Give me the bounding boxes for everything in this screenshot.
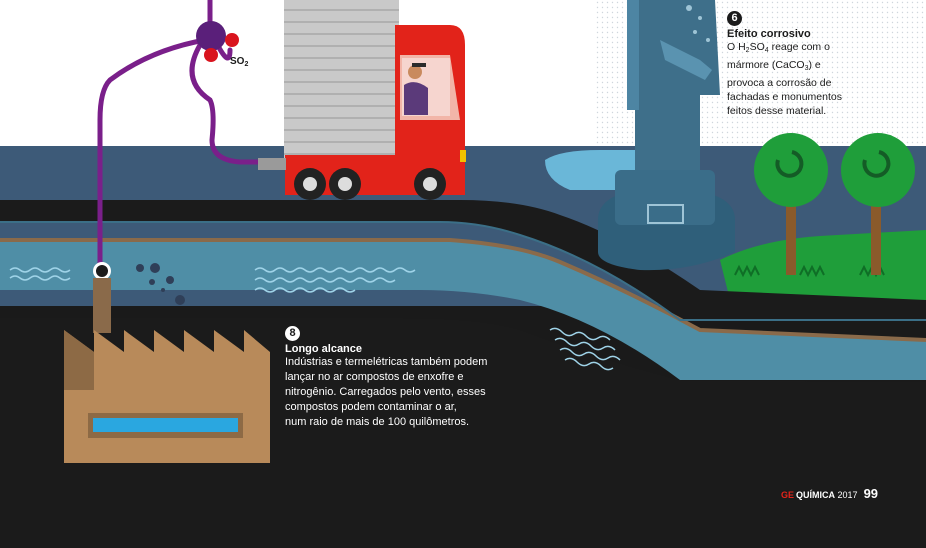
step-6-title: Efeito corrosivo: [727, 28, 811, 40]
step-8-annotation: 8 Longo alcance Indústrias e termelétric…: [285, 323, 525, 430]
step-6-badge: 6: [727, 11, 742, 26]
truck-icon: [258, 0, 466, 200]
step-6-line: mármore (CaCO3) e: [727, 59, 821, 72]
step-6-line: O H2SO4 reage com o: [727, 41, 830, 54]
section-name: QUÍMICA: [796, 490, 836, 500]
upper-road: [0, 200, 926, 320]
step-8-title: Longo alcance: [285, 343, 363, 355]
river: [0, 240, 926, 380]
river-bank: [0, 238, 926, 342]
step-6-line: fachadas e monumentos: [727, 91, 842, 103]
step-8-line: num raio de mais de 100 quilômetros.: [285, 416, 470, 428]
factory-icon: [64, 278, 270, 463]
water-ripples: [9, 267, 621, 371]
edition-year: 2017: [837, 490, 858, 500]
page-number: 99: [863, 486, 879, 501]
step-8-badge: 8: [285, 326, 300, 341]
statue-icon: [598, 0, 735, 271]
so2-molecule-icon: [196, 21, 239, 62]
river-edge: [0, 221, 926, 321]
step-6-line: provoca a corrosão de: [727, 77, 832, 89]
step-8-line: lançar no ar compostos de enxofre e: [285, 371, 464, 383]
step-6-line: feitos desse material.: [727, 105, 827, 117]
step-8-line: compostos podem contaminar o ar,: [285, 401, 457, 413]
tree-icon: [841, 133, 915, 275]
tree-icon: [754, 133, 828, 275]
so2-label: SO2: [230, 56, 249, 68]
step-8-line: nitrogênio. Carregados pelo vento, esses: [285, 386, 486, 398]
smoke-particles: [93, 262, 185, 305]
step-6-annotation: 6 Efeito corrosivo O H2SO4 reage com o m…: [727, 8, 917, 118]
step-8-line: Indústrias e termelétricas também podem: [285, 356, 488, 368]
brand-logo: GE: [781, 490, 795, 500]
